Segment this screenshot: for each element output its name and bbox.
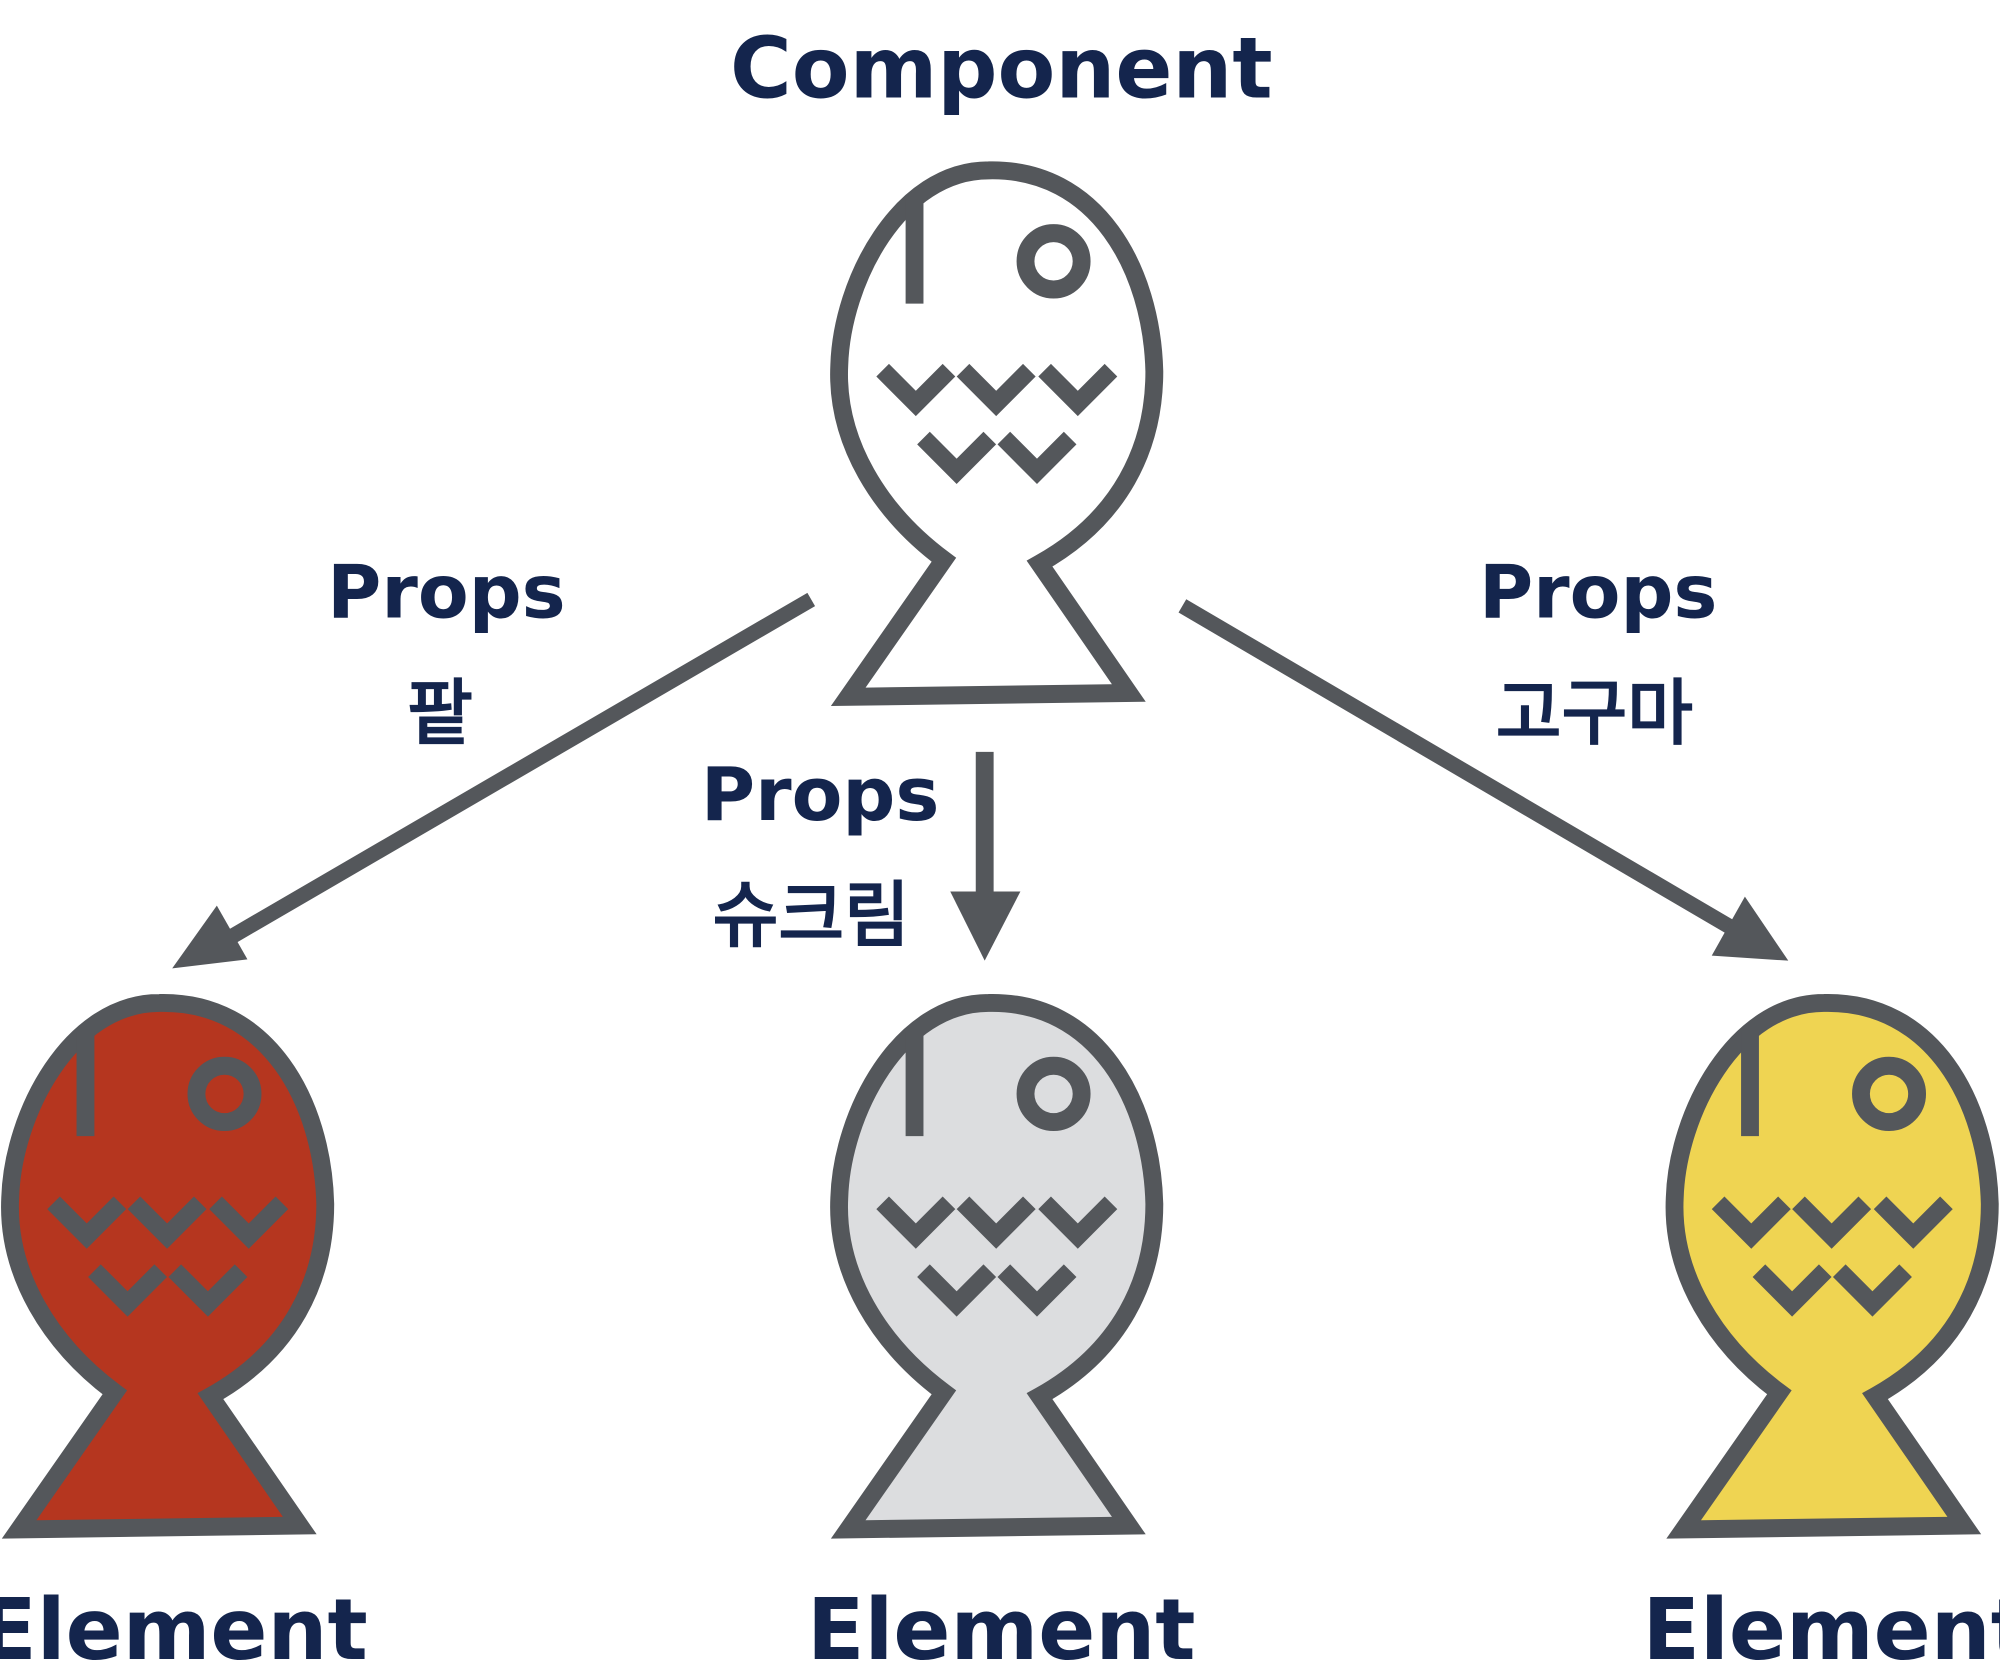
props-value-right: 고구마 (1496, 672, 1693, 755)
props-value-center: 슈크림 (713, 874, 910, 957)
props-label-right: Props (1479, 549, 1717, 635)
arrow-left (172, 592, 816, 969)
props-label-left: Props (327, 549, 565, 635)
element-label-left: Element (0, 1581, 368, 1678)
element-fish-gray-icon (839, 1003, 1154, 1530)
props-value-left: 팥 (407, 672, 473, 755)
arrow-center (950, 751, 1021, 961)
element-label-center: Element (807, 1581, 1195, 1678)
element-label-right: Element (1643, 1581, 2000, 1678)
element-fish-red-icon (10, 1003, 325, 1530)
component-title: Component (730, 19, 1273, 117)
props-label-center: Props (701, 752, 939, 838)
element-fish-yellow-icon (1675, 1003, 1990, 1530)
arrow-right (1178, 599, 1789, 961)
component-fish-icon (839, 170, 1154, 697)
